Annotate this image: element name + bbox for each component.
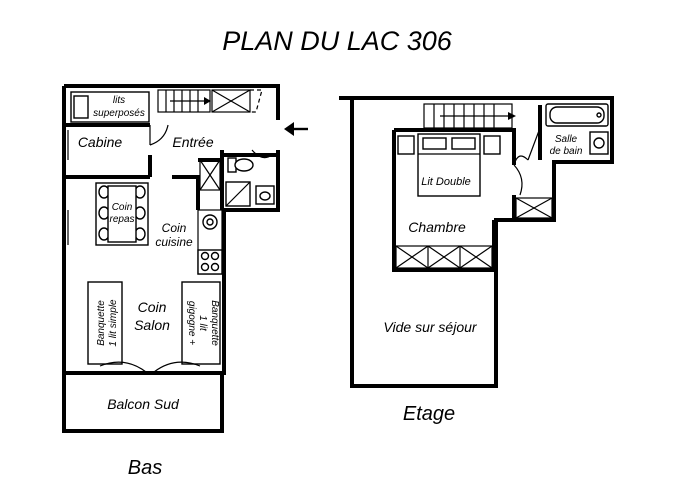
bas-partitions	[64, 123, 278, 210]
label-banquette-left-2: 1 lit simple	[108, 299, 119, 347]
etage-outer-wall	[339, 96, 614, 388]
label-banquette-right-3: gigogne +	[186, 301, 197, 345]
label-chambre: Chambre	[408, 219, 466, 235]
label-salle-2: de bain	[550, 146, 583, 157]
label-cabine: Cabine	[78, 134, 123, 150]
label-bas: Bas	[128, 457, 162, 479]
label-superposes: superposés	[93, 108, 145, 119]
label-balcon: Balcon Sud	[107, 396, 180, 412]
arrow-left-icon	[284, 122, 308, 136]
sink-icon	[589, 131, 609, 155]
shower-icon	[225, 181, 251, 207]
wardrobe	[395, 245, 493, 269]
stairs-icon	[423, 103, 516, 129]
label-coin-cuisine-1: Coin	[162, 221, 187, 235]
hob-icon	[197, 249, 223, 275]
bedroom-walls	[392, 105, 542, 272]
label-coin-repas-1: Coin	[112, 202, 133, 213]
balcony	[62, 371, 224, 433]
label-banquette-right-1: Banquette	[209, 300, 220, 346]
banquette-left	[87, 281, 123, 365]
label-banquette-left-1: Banquette	[96, 300, 107, 346]
label-coin-cuisine-2: cuisine	[155, 235, 193, 249]
banquette-right	[181, 281, 221, 365]
toilet-icon	[227, 157, 254, 173]
stairs-icon	[157, 89, 211, 113]
label-coin-salon-1: Coin	[138, 299, 167, 315]
label-lits: lits	[113, 95, 125, 106]
label-coin-salon-2: Salon	[134, 317, 170, 333]
label-entree: Entrée	[172, 134, 213, 150]
level-etage: Salle de bain Lit Double Chambre	[339, 96, 614, 425]
level-bas: lits superposés Cabine Entrée	[62, 84, 308, 479]
sink-icon	[255, 185, 275, 205]
label-etage: Etage	[403, 403, 455, 425]
label-coin-repas-2: repas	[109, 214, 134, 225]
label-lit-double: Lit Double	[421, 176, 471, 188]
bathtub-icon	[545, 103, 609, 127]
label-vide: Vide sur séjour	[383, 319, 477, 335]
dining-table	[95, 182, 149, 246]
label-banquette-right-2: 1 lit	[197, 315, 208, 332]
label-salle-1: Salle	[555, 134, 578, 145]
double-bed	[397, 133, 501, 197]
plan-title: PLAN DU LAC 306	[222, 26, 453, 56]
